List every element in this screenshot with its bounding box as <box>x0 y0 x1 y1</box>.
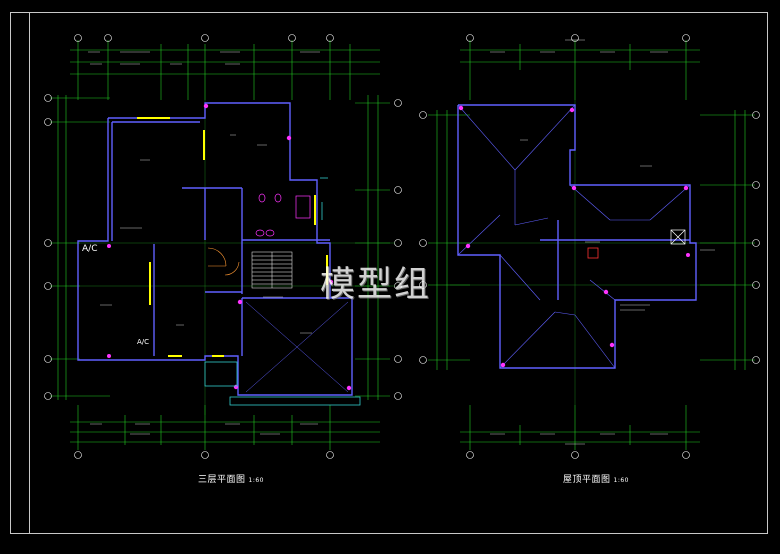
roof-plan <box>419 34 760 459</box>
third-floor-markers <box>107 103 352 391</box>
roof-dim-ticks <box>490 39 715 445</box>
third-floor-plan <box>44 34 402 459</box>
ac-unit-label-small: A/C <box>137 338 150 346</box>
third-floor-bathroom-fixtures <box>255 193 311 237</box>
roof-outline <box>457 104 697 369</box>
roof-markers <box>458 105 690 368</box>
roof-top-dimensions <box>460 40 700 100</box>
roof-plan-scale: 1:60 <box>613 477 629 484</box>
watermark-text: 模型组 <box>320 265 432 305</box>
third-floor-dim-ticks <box>88 51 320 435</box>
third-floor-axis-bubbles <box>44 34 402 459</box>
roof-bottom-dimensions <box>460 405 700 450</box>
roof-ridge-lines <box>457 104 691 369</box>
roof-axis-grid <box>450 100 735 405</box>
ac-unit-label: A/C <box>82 244 98 254</box>
third-floor-plan-scale: 1:60 <box>248 477 264 484</box>
third-floor-top-dimensions <box>70 40 380 100</box>
third-floor-windows <box>137 117 328 357</box>
sheet-border <box>10 12 768 534</box>
third-floor-left-dimensions <box>50 95 110 400</box>
third-floor-plan-title-text: 三层平面图 <box>198 475 246 485</box>
sheet-title-strip <box>10 12 30 534</box>
third-floor-stairs <box>251 251 293 289</box>
third-floor-balcony <box>204 177 361 406</box>
roof-chimney <box>670 229 686 245</box>
third-floor-void-diagonals <box>245 301 349 393</box>
roof-plan-title-text: 屋顶平面图 <box>563 475 611 485</box>
roof-axis-bubbles <box>419 34 760 459</box>
third-floor-bottom-dimensions <box>70 405 380 450</box>
third-floor-doors <box>207 247 240 276</box>
roof-vent-box <box>587 247 599 259</box>
third-floor-walls <box>77 102 353 396</box>
